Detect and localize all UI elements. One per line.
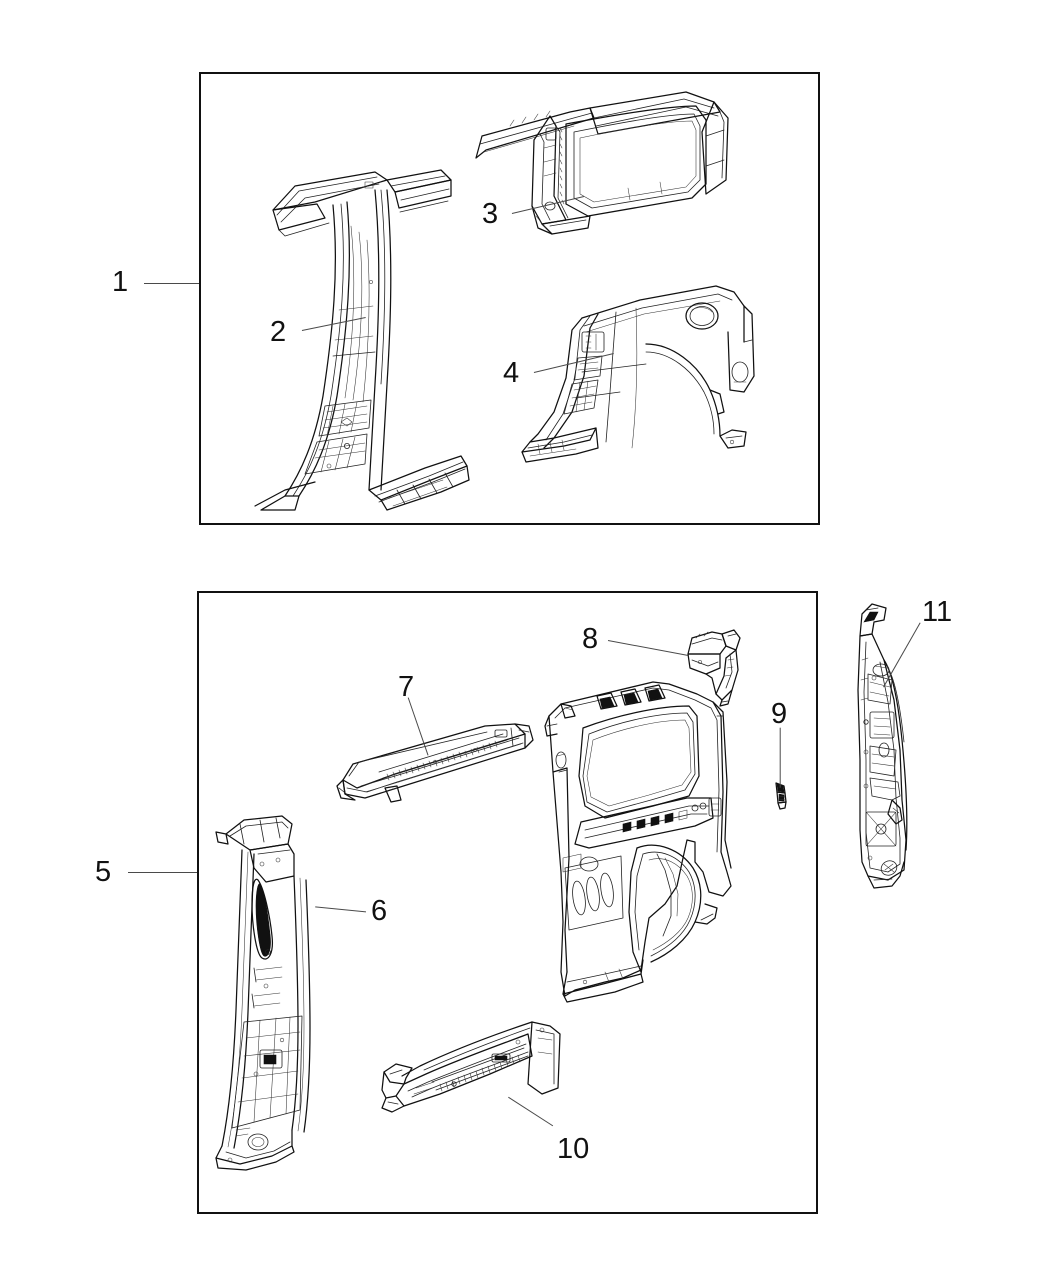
part-8-reinforcement-bracket-art xyxy=(678,624,748,709)
leader-line-9 xyxy=(779,727,781,788)
callout-8: 8 xyxy=(582,623,599,655)
callout-10: 10 xyxy=(557,1133,590,1165)
part-11-rear-quarter-inner-panel-art xyxy=(848,600,930,890)
part-2-center-pillar-outer-art xyxy=(255,160,475,510)
callout-2: 2 xyxy=(270,316,287,348)
callout-5: 5 xyxy=(95,856,112,888)
part-6-center-pillar-inner-art xyxy=(210,810,340,1170)
callout-1: 1 xyxy=(112,266,129,298)
part-3-roof-side-rail-outer-art xyxy=(470,88,735,248)
part-10-rocker-panel-inner-art xyxy=(382,1012,572,1122)
callout-11: 11 xyxy=(922,596,953,628)
leader-line-5 xyxy=(128,872,197,874)
part-9-retainer-clip-art xyxy=(770,782,792,812)
callout-7: 7 xyxy=(398,671,415,703)
callout-3: 3 xyxy=(482,198,499,230)
part-7-roof-side-rail-inner-art xyxy=(335,718,535,808)
callout-6: 6 xyxy=(371,895,388,927)
quarter-inner-panel-art xyxy=(545,672,745,1002)
group-frame-1 xyxy=(199,72,820,525)
callout-9: 9 xyxy=(771,698,788,730)
callout-4: 4 xyxy=(503,357,520,389)
leader-line-1 xyxy=(144,283,199,285)
part-4-quarter-panel-outer-art xyxy=(520,272,770,472)
